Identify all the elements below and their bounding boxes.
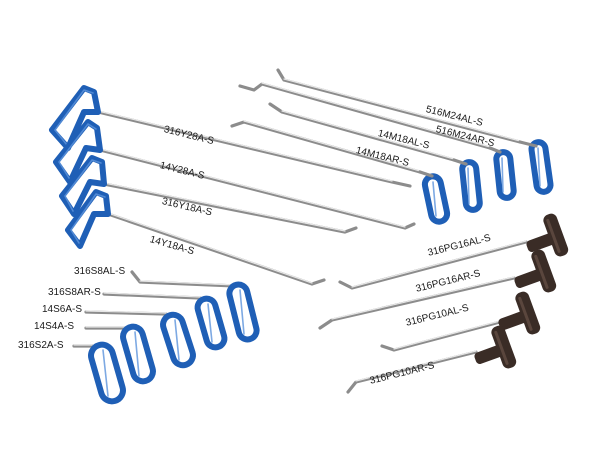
rod-316s2a <box>72 341 126 405</box>
rod-14y18a <box>65 189 326 286</box>
label-14s6a: 14S6A-S <box>42 304 83 315</box>
rod-316s8ar <box>102 292 228 351</box>
rod-316pg10al <box>380 291 541 352</box>
rod-316pg16ar <box>318 249 557 330</box>
rod-14m18ar <box>230 120 451 225</box>
rod-316pg16al <box>338 213 569 290</box>
rod-14y28a <box>53 119 416 230</box>
label-316s2a: 316S2A-S <box>18 340 64 351</box>
label-316s8ar: 316S8AR-S <box>48 287 101 298</box>
rod-14m18al <box>268 102 483 213</box>
rod-14s6a <box>84 310 196 369</box>
rod-316y28a <box>49 85 412 188</box>
rod-316pg10ar <box>346 325 517 394</box>
label-14s4a: 14S4A-S <box>34 321 75 332</box>
rod-516m24al <box>276 68 554 195</box>
label-316s8al: 316S8AL-S <box>74 266 126 277</box>
rod-516m24ar <box>238 82 517 201</box>
rod-14s4a <box>84 323 156 385</box>
rod-316s8al <box>130 270 260 343</box>
rod-316y18a <box>59 155 358 234</box>
